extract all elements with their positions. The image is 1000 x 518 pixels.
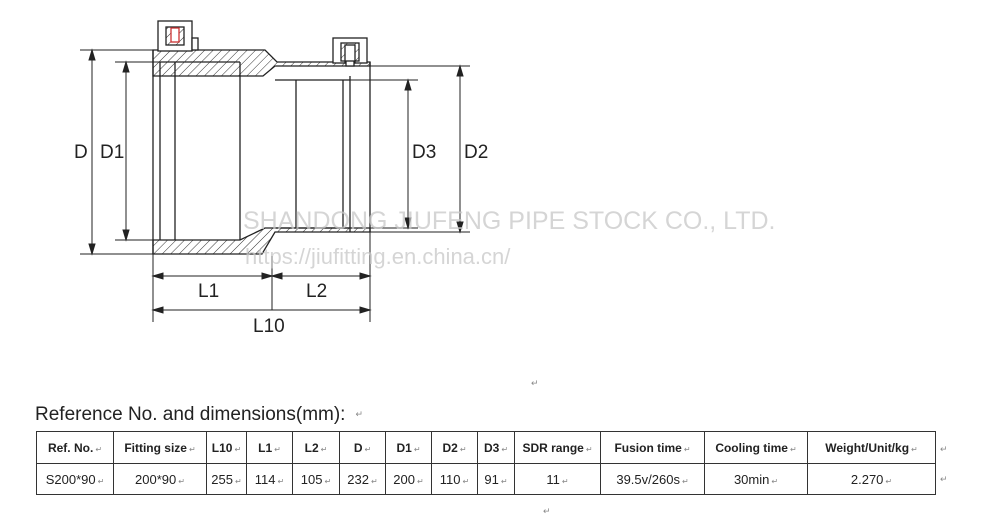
dim-label-L10: L10 <box>253 316 285 337</box>
col-header-l10: L10↵ <box>206 431 247 464</box>
paragraph-mark: ↵ <box>940 444 948 454</box>
cell-sdr-range: 11↵ <box>514 463 601 495</box>
col-header-d2: D2↵ <box>431 431 478 464</box>
dim-label-L2: L2 <box>306 281 327 302</box>
cell-fitting-size: 200*90↵ <box>113 463 207 495</box>
table-row: S200*90↵ 200*90↵ 255↵ 114↵ 105↵ 232↵ 200… <box>36 463 936 495</box>
paragraph-mark: ↵ <box>543 506 551 516</box>
col-header-d3: D3↵ <box>477 431 515 464</box>
cell-ref-no: S200*90↵ <box>36 463 114 495</box>
dim-label-D3: D3 <box>412 142 436 163</box>
cell-d2: 110↵ <box>431 463 478 495</box>
watermark-company: SHANDONG JIUFENG PIPE STOCK CO., LTD. <box>243 207 775 235</box>
cell-fusion-time: 39.5v/260s↵ <box>600 463 705 495</box>
cell-l1: 114↵ <box>246 463 293 495</box>
col-header-ref-no: Ref. No.↵ <box>36 431 114 464</box>
col-header-fusion-time: Fusion time↵ <box>600 431 705 464</box>
paragraph-mark: ↵ <box>531 378 539 388</box>
reference-heading-text: Reference No. and dimensions(mm): <box>35 404 346 425</box>
col-header-fitting-size: Fitting size↵ <box>113 431 207 464</box>
dim-label-L1: L1 <box>198 281 219 302</box>
paragraph-mark: ↵ <box>355 409 364 420</box>
paragraph-mark: ↵ <box>940 474 948 484</box>
terminal-pin-right <box>332 37 368 67</box>
cell-d1: 200↵ <box>385 463 432 495</box>
reference-heading: Reference No. and dimensions(mm): ↵ <box>35 404 363 426</box>
col-header-weight: Weight/Unit/kg↵ <box>807 431 936 464</box>
dim-label-D1: D1 <box>100 142 124 163</box>
col-header-d: D↵ <box>339 431 386 464</box>
cell-d: 232↵ <box>339 463 386 495</box>
dimensions-table: Ref. No.↵ Fitting size↵ L10↵ L1↵ L2↵ D↵ … <box>36 431 936 495</box>
left-dimension-lines <box>80 48 160 256</box>
watermark-url: https://jiufitting.en.china.cn/ <box>245 244 511 269</box>
reducer-technical-drawing: D D1 D3 D2 L1 L2 L10 SHANDONG JIUFENG PI… <box>74 20 775 337</box>
terminal-pin-left <box>157 20 199 52</box>
dim-label-D2: D2 <box>464 142 488 163</box>
dim-label-D: D <box>74 142 88 163</box>
cell-d3: 91↵ <box>477 463 515 495</box>
right-dimension-lines <box>350 64 470 234</box>
col-header-cooling-time: Cooling time↵ <box>704 431 808 464</box>
col-header-sdr-range: SDR range↵ <box>514 431 601 464</box>
body-outline <box>152 50 371 254</box>
col-header-l2: L2↵ <box>292 431 340 464</box>
cell-l10: 255↵ <box>206 463 247 495</box>
cell-cooling-time: 30min↵ <box>704 463 808 495</box>
col-header-d1: D1↵ <box>385 431 432 464</box>
bottom-dimension-lines <box>151 232 372 322</box>
table-header-row: Ref. No.↵ Fitting size↵ L10↵ L1↵ L2↵ D↵ … <box>36 431 936 464</box>
cell-l2: 105↵ <box>292 463 340 495</box>
cell-weight: 2.270↵ <box>807 463 936 495</box>
col-header-l1: L1↵ <box>246 431 293 464</box>
